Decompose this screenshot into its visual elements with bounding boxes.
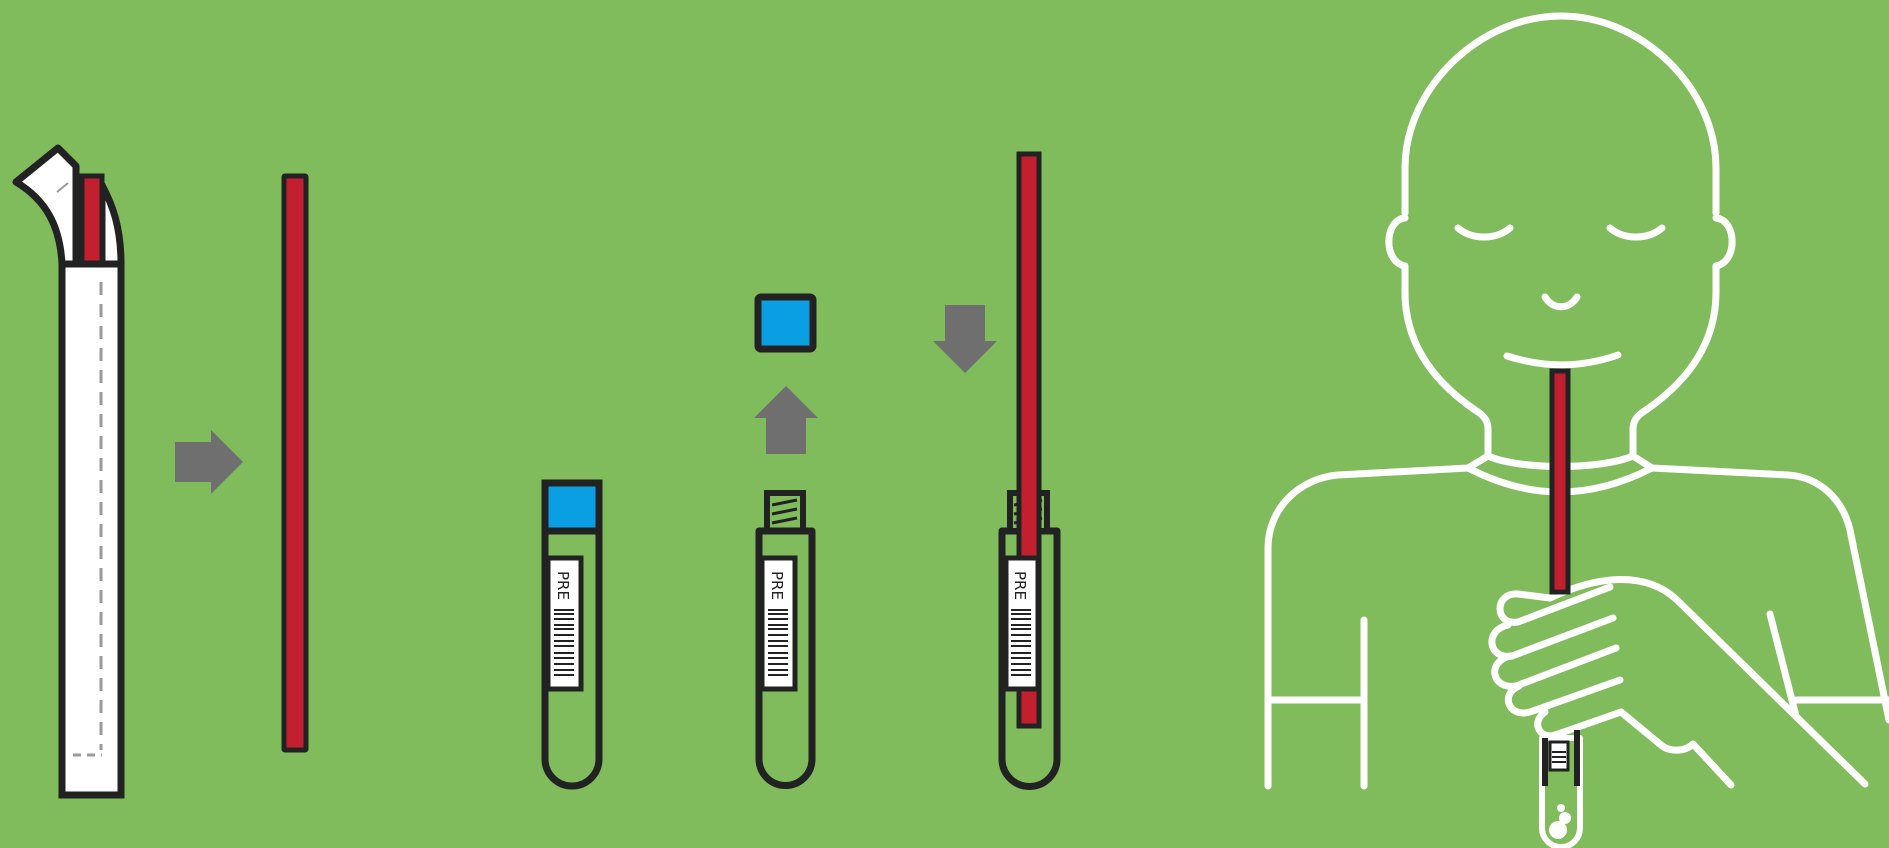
right-ear — [1716, 218, 1732, 266]
swab-package-icon — [16, 148, 121, 795]
left-eye — [1458, 228, 1510, 237]
left-ear — [1389, 218, 1405, 266]
tube-label: PRE — [768, 571, 786, 600]
arrow-down-icon — [933, 305, 997, 373]
person-saliva-collection-icon — [1268, 16, 1889, 786]
right-eye — [1610, 228, 1662, 237]
swab-stick-icon — [284, 176, 306, 750]
arrow-up-icon — [754, 386, 818, 454]
tube-with-swab-icon: PRE — [1002, 154, 1057, 786]
blue-cap-icon — [758, 297, 813, 349]
head-outline — [1405, 16, 1716, 213]
mouth — [1507, 355, 1618, 365]
capped-tube-icon: PRE — [545, 483, 599, 786]
nose — [1545, 297, 1577, 307]
tube-label: PRE — [1011, 571, 1029, 600]
open-tube-icon: PRE — [759, 493, 812, 786]
arrow-right-icon — [175, 430, 243, 494]
swab-in-mouth — [1552, 371, 1568, 592]
tube-label: PRE — [554, 571, 572, 600]
held-tube-icon — [1542, 730, 1580, 847]
